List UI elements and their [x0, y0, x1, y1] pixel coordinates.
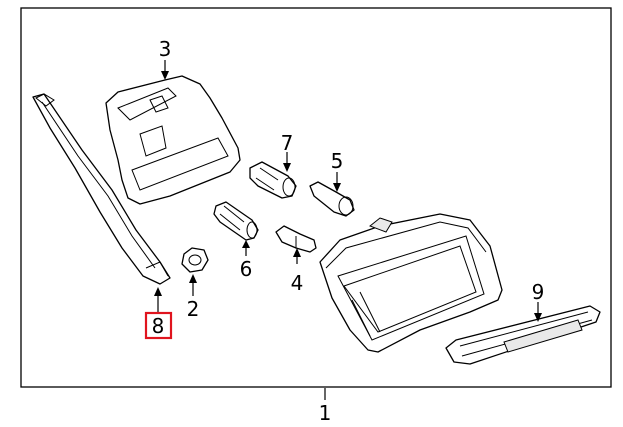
part-5-bulb[interactable] — [309, 181, 355, 217]
arrowhead-3 — [161, 71, 169, 80]
part-9-reflector[interactable] — [445, 305, 601, 365]
part-4-bulb[interactable] — [275, 225, 317, 253]
callout-5[interactable]: 5 — [331, 149, 344, 173]
part-2-nut[interactable] — [181, 247, 209, 273]
callout-6[interactable]: 6 — [240, 257, 253, 281]
arrowhead-5 — [333, 183, 341, 192]
lamp-assembly[interactable] — [319, 213, 503, 353]
callout-2[interactable]: 2 — [187, 297, 200, 321]
callout-3[interactable]: 3 — [159, 37, 172, 61]
callout-4[interactable]: 4 — [291, 271, 304, 295]
callout-1[interactable]: 1 — [319, 401, 332, 425]
part-8-trim-strip[interactable] — [32, 93, 171, 285]
arrowhead-6 — [242, 240, 250, 248]
arrowhead-9 — [534, 313, 542, 322]
part-7-socket[interactable] — [249, 161, 297, 199]
callout-8[interactable]: 8 — [152, 314, 165, 338]
callout-7[interactable]: 7 — [281, 131, 294, 155]
assembly-frame — [20, 7, 612, 388]
callout-9[interactable]: 9 — [532, 280, 545, 304]
arrowhead-2 — [189, 274, 197, 283]
callout-8-highlight-box — [144, 311, 173, 340]
part-6-socket[interactable] — [213, 201, 259, 241]
arrowhead-7 — [283, 163, 291, 172]
arrowhead-4 — [293, 248, 301, 257]
part-3-gasket[interactable] — [105, 75, 241, 205]
arrowhead-8 — [154, 287, 162, 296]
